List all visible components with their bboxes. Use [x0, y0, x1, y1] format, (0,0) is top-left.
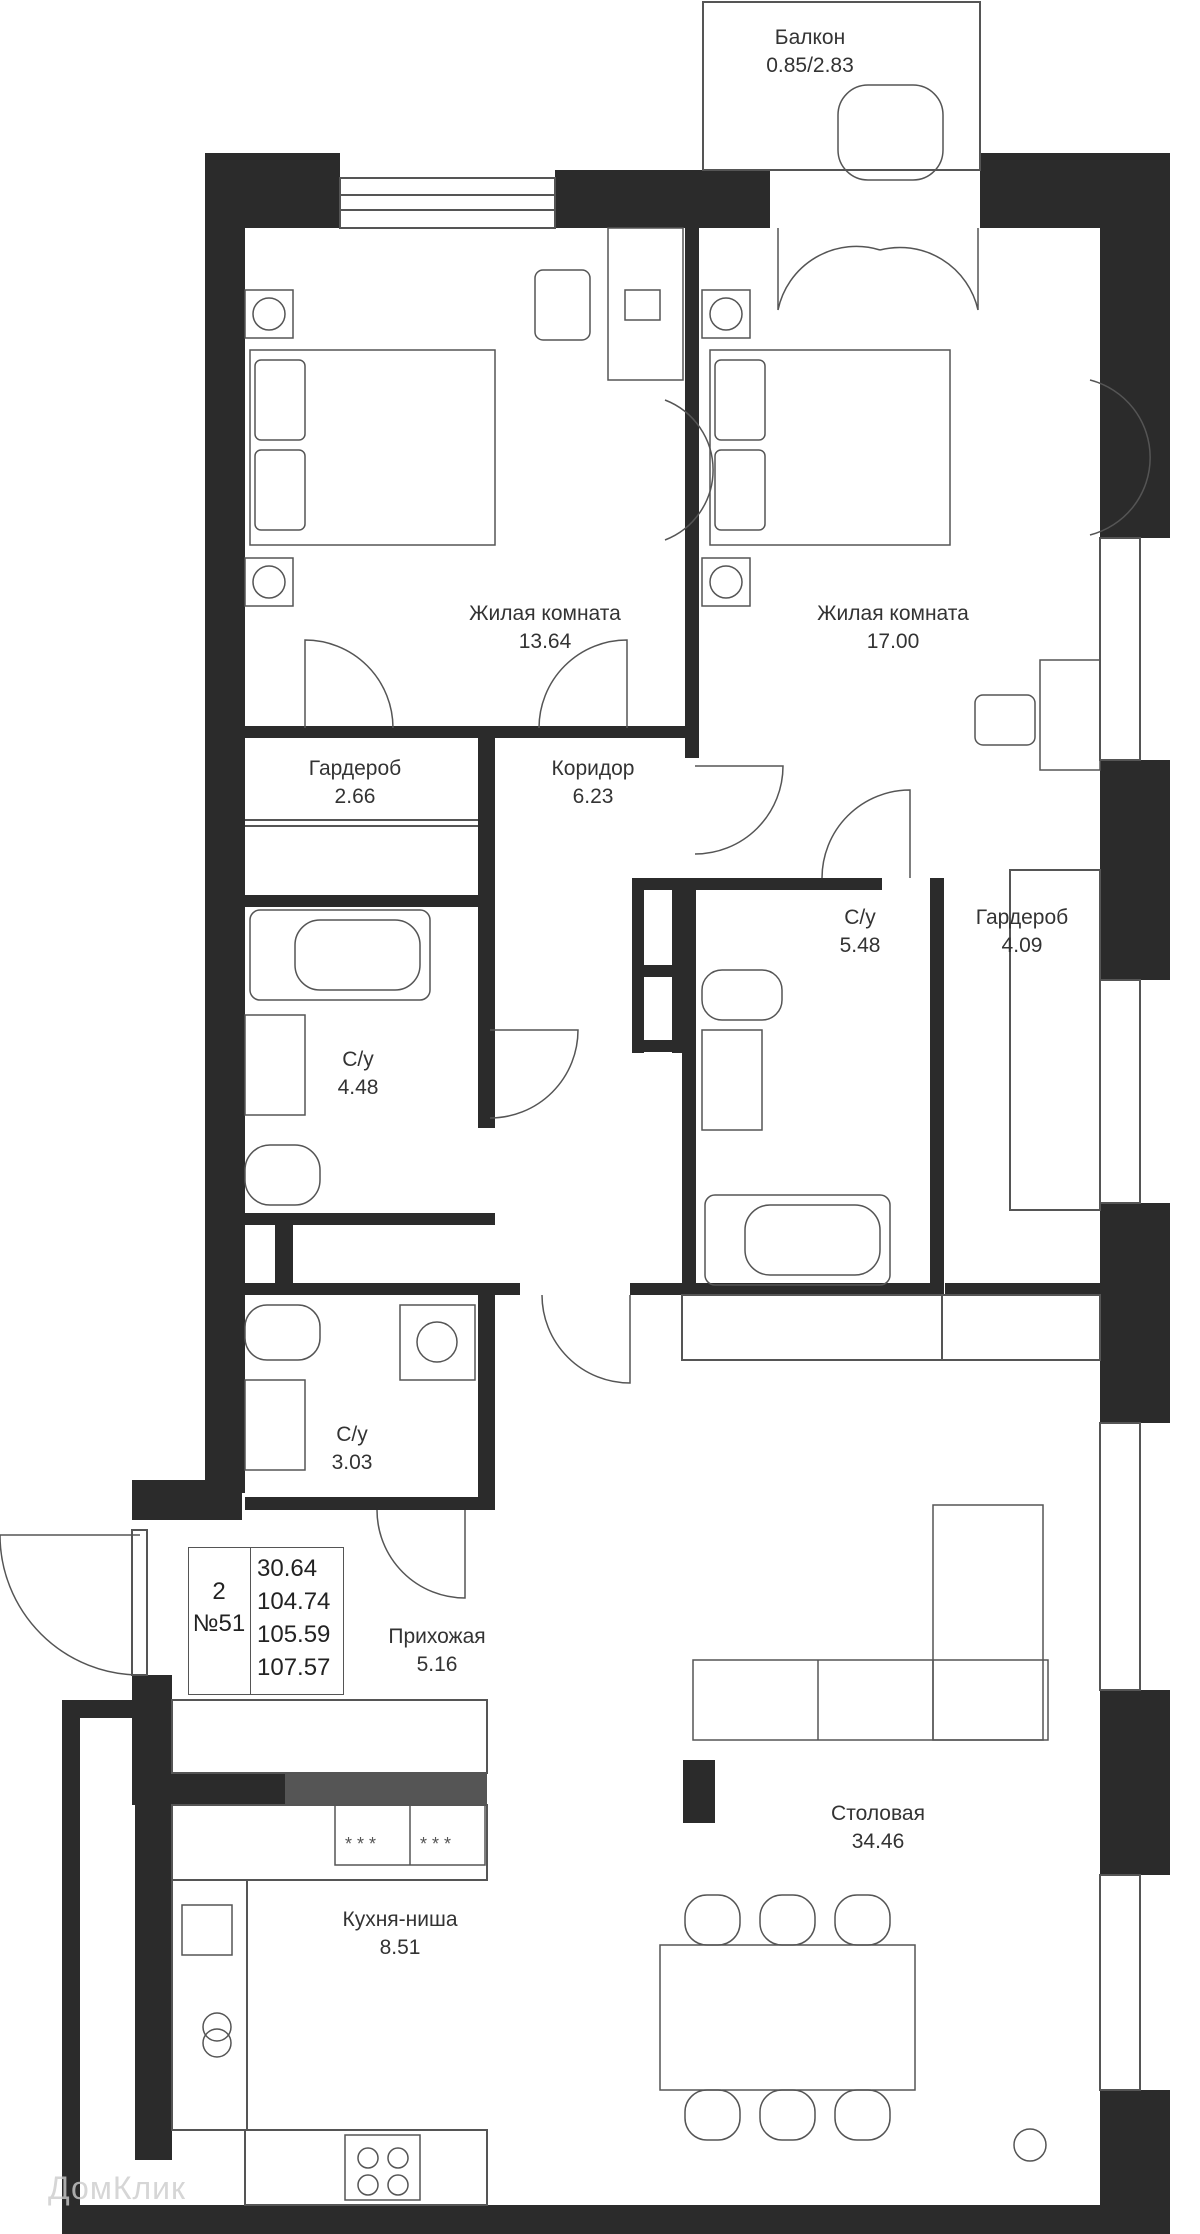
- room-area: 4.48: [337, 1076, 379, 1099]
- room-name: Коридор: [551, 757, 635, 780]
- room-area: 6.23: [572, 785, 614, 808]
- apartment-info-box: 2 №51 30.64 104.74 105.59 107.57: [188, 1547, 344, 1695]
- room-label-corridor: Коридор 6.23: [552, 755, 635, 811]
- room-name: Кухня-ниша: [342, 1908, 458, 1931]
- room-name: С/у: [844, 906, 876, 929]
- bed-left: [249, 349, 496, 546]
- room-area: 8.51: [379, 1936, 421, 1959]
- room-area: 2.66: [334, 785, 376, 808]
- room-label-bath-left: С/у 4.48: [338, 1046, 379, 1102]
- bed-right: [709, 349, 951, 546]
- room-area: 4.09: [1001, 934, 1043, 957]
- room-area: 3.03: [331, 1451, 373, 1474]
- room-area: 17.00: [866, 630, 920, 653]
- room-area: 5.16: [416, 1653, 458, 1676]
- svg-text:* * *: * * *: [420, 1834, 451, 1854]
- room-name: С/у: [336, 1423, 368, 1446]
- room-label-hall: Прихожая 5.16: [388, 1623, 485, 1679]
- area-value: 107.57: [257, 1654, 331, 1681]
- exterior-walls: [62, 153, 1170, 2234]
- room-label-bedroom1: Жилая комната 13.64: [469, 600, 621, 656]
- room-label-bath-center: С/у 5.48: [840, 904, 881, 960]
- apartment-number: №51: [192, 1610, 246, 1637]
- room-name: Жилая комната: [469, 602, 621, 625]
- room-label-kitchen: Кухня-ниша 8.51: [342, 1906, 457, 1962]
- room-name: Жилая комната: [817, 602, 969, 625]
- rooms-count: 2: [212, 1578, 226, 1605]
- room-area: 13.64: [518, 630, 572, 653]
- room-label-balcony: Балкон 0.85/2.83: [766, 24, 854, 80]
- room-label-dining: Столовая 34.46: [831, 1800, 925, 1856]
- light-walls: [131, 1, 1141, 2206]
- doors: [0, 228, 1151, 1676]
- hob-marks: * * * * * *: [345, 1834, 451, 1854]
- room-name: Столовая: [831, 1802, 925, 1825]
- area-value: 104.74: [257, 1588, 331, 1615]
- svg-text:* * *: * * *: [345, 1834, 376, 1854]
- info-separator: [250, 1548, 251, 1694]
- room-name: С/у: [342, 1048, 374, 1071]
- room-label-bedroom2: Жилая комната 17.00: [817, 600, 969, 656]
- room-name: Гардероб: [975, 906, 1069, 929]
- area-value: 30.64: [257, 1555, 318, 1582]
- room-label-wardrobe2: Гардероб 4.09: [976, 904, 1068, 960]
- area-value: 105.59: [257, 1621, 331, 1648]
- room-name: Гардероб: [308, 757, 402, 780]
- room-name: Прихожая: [388, 1625, 486, 1648]
- room-area: 5.48: [839, 934, 881, 957]
- room-label-wardrobe1: Гардероб 2.66: [309, 755, 401, 811]
- room-area: 0.85/2.83: [766, 54, 854, 77]
- watermark-logo: ДомКлик: [48, 2170, 187, 2206]
- room-label-bath-small: С/у 3.03: [332, 1421, 373, 1477]
- room-name: Балкон: [774, 26, 846, 49]
- room-area: 34.46: [851, 1830, 905, 1853]
- furniture: [181, 84, 1101, 2201]
